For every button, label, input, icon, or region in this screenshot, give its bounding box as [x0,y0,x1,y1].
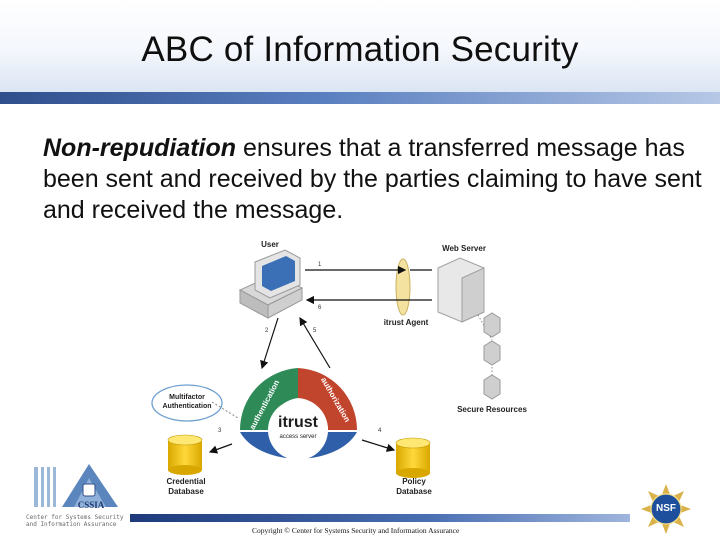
cssia-logo-text: CSSIA [77,500,105,510]
multifactor-link [211,401,239,419]
center-subtitle: access server [279,434,317,440]
arrow-3 [208,443,233,454]
nsf-logo: NSF [640,483,692,535]
label-multifactor: Multifactor [169,394,205,401]
web-server-icon [437,257,485,323]
cssia-logo: CSSIA [34,462,122,512]
arrow-2 [260,317,279,370]
nsf-seal-icon [641,484,691,534]
label-policy-db-1: Policy [402,477,426,486]
footer-line [130,514,630,522]
center-brand: itrust [278,414,318,431]
multifactor-bubble [151,384,223,422]
label-web-server: Web Server [442,244,486,253]
access-server-ring [239,368,357,460]
cssia-name: Center for Systems Security and Informat… [26,514,124,528]
policy-database-icon [395,437,431,478]
credential-database-icon [167,434,203,475]
cssia-line-2: and Information Assurance [26,521,117,528]
term-non-repudiation: Non-repudiation [43,134,237,162]
body-text: Non-repudiation ensures that a transferr… [43,133,703,226]
step-number-2: 2 [265,328,269,334]
step-number-6: 6 [318,305,322,311]
title-stripe [0,92,720,104]
user-computer-icon [238,249,304,319]
label-policy-db-2: Database [396,487,432,496]
label-user: User [261,240,279,249]
label-secure-resources: Secure Resources [457,405,527,414]
label-credential-db-2: Database [168,487,204,496]
nsf-logo-text: NSF [656,503,676,514]
cssia-line-1: Center for Systems Security [26,514,124,521]
step-number-1: 1 [318,262,322,268]
step-number-5: 5 [313,328,317,334]
label-itrust-agent: itrust Agent [383,318,429,327]
definition-text: ensures that a transferred message has b… [43,134,702,224]
copyright-text: Copyright © Center for Systems Security … [252,526,460,535]
label-credential-db-1: Credential [166,477,206,486]
ring-label-administration: administration [268,456,328,466]
itrust-agent-shield [395,258,411,316]
secure-resource-icon [483,312,501,400]
label-authentication-box: Authentication [162,403,212,410]
arrow-5 [299,316,331,369]
arrow-4 [361,439,396,452]
step-number-4: 4 [378,428,382,434]
itrust-diagram [151,249,501,478]
title-bar [0,0,720,104]
slide-title: ABC of Information Security [141,30,579,69]
cssia-emblem-icon [34,464,118,507]
step-number-3: 3 [218,428,222,434]
